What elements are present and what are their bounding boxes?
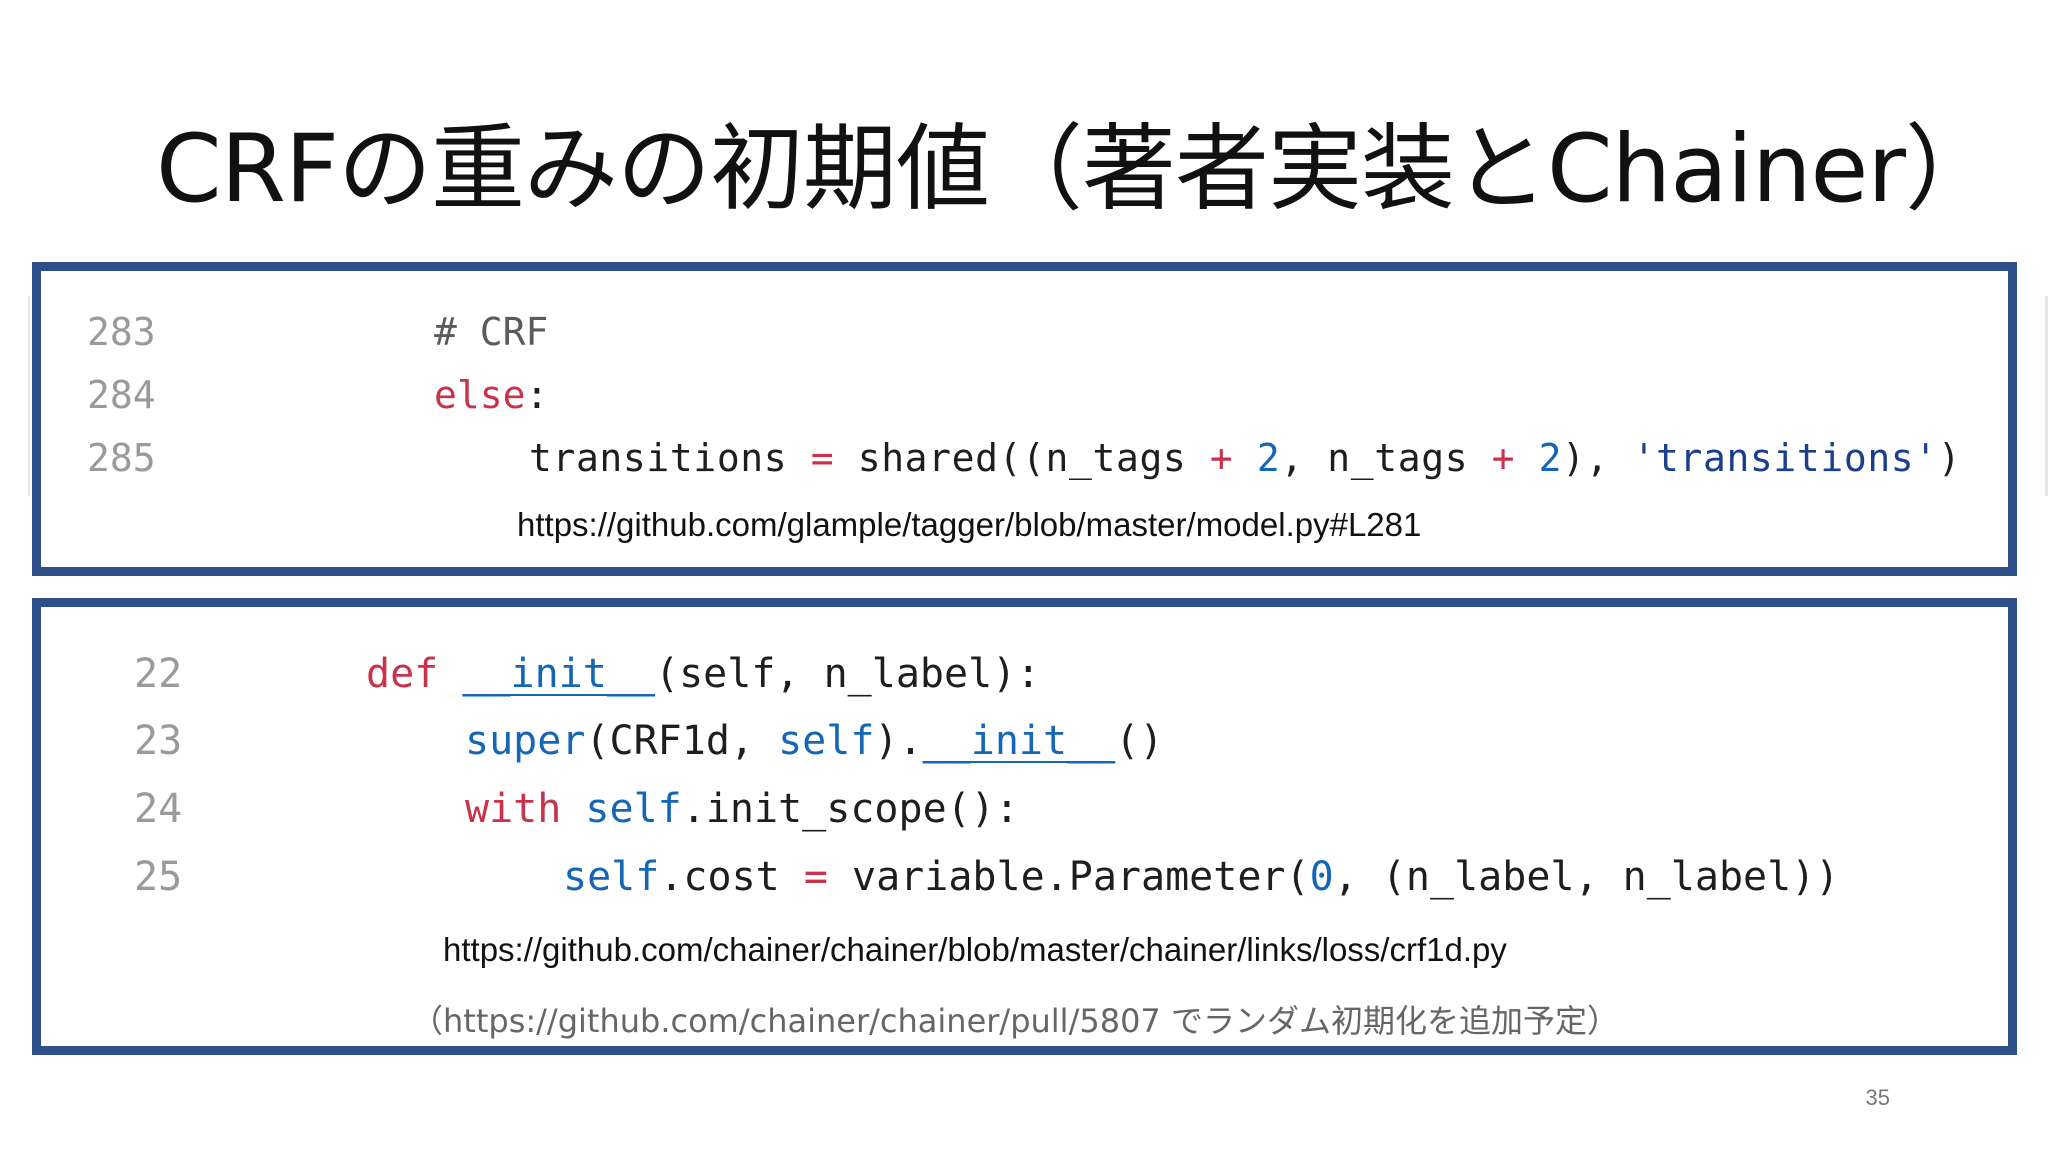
code-token: def bbox=[366, 651, 439, 697]
code-token: 2 bbox=[1256, 436, 1281, 480]
code-token: self bbox=[563, 854, 660, 900]
code-token: () bbox=[1115, 718, 1164, 764]
code-token: , (n_label, n_label)) bbox=[1333, 854, 1840, 900]
line-number: 283 bbox=[87, 310, 156, 354]
code-line: self.cost = variable.Parameter(0, (n_lab… bbox=[563, 854, 1839, 900]
code-token bbox=[1515, 436, 1538, 480]
code-token: 2 bbox=[1538, 436, 1563, 480]
code-token: 'transitions' bbox=[1632, 436, 1938, 480]
code-line: transitions = shared((n_tags + 2, n_tags… bbox=[529, 436, 1961, 480]
code-token bbox=[561, 786, 585, 832]
code-token: self bbox=[585, 786, 682, 832]
code-token: .init_scope(): bbox=[681, 786, 1019, 832]
note-text: （https://github.com/chainer/chainer/pull… bbox=[411, 1002, 1619, 1040]
code-token: = bbox=[803, 854, 828, 900]
code-token: variable.Parameter( bbox=[827, 854, 1310, 900]
code-line: super(CRF1d, self).__init__() bbox=[465, 718, 1163, 764]
line-number: 23 bbox=[134, 718, 183, 764]
code-line: with self.init_scope(): bbox=[465, 786, 1019, 832]
code-line: else: bbox=[434, 373, 548, 417]
code-token bbox=[1233, 436, 1256, 480]
code-token: 0 bbox=[1309, 854, 1334, 900]
code-line: def __init__(self, n_label): bbox=[366, 651, 1040, 697]
code-token: shared((n_tags bbox=[834, 436, 1210, 480]
code-token: else bbox=[434, 373, 526, 417]
code-token: (self, n_label): bbox=[655, 651, 1041, 697]
code-line: # CRF bbox=[434, 310, 548, 354]
code-snippet-tagger: 283 284 285 # CRF else: transitions = sh… bbox=[32, 262, 2017, 576]
line-number: 285 bbox=[87, 436, 156, 480]
code-token bbox=[438, 651, 462, 697]
code-token: self bbox=[778, 718, 875, 764]
code-token: __init__ bbox=[922, 718, 1116, 764]
code-token: # CRF bbox=[434, 310, 549, 354]
code-token: + bbox=[1491, 436, 1516, 480]
code-token: .cost bbox=[659, 854, 804, 900]
screenshot-edge bbox=[28, 296, 30, 496]
slide-title: CRFの重みの初期値（著者実装とChainer） bbox=[156, 115, 1999, 224]
screenshot-edge bbox=[2045, 296, 2048, 496]
line-number: 24 bbox=[134, 786, 183, 832]
code-token: , n_tags bbox=[1280, 436, 1492, 480]
code-token: ), bbox=[1562, 436, 1633, 480]
page-number: 35 bbox=[1865, 1085, 1890, 1110]
code-token: : bbox=[525, 373, 549, 417]
code-token: ). bbox=[874, 718, 923, 764]
source-url: https://github.com/glample/tagger/blob/m… bbox=[517, 506, 1422, 543]
code-token: = bbox=[810, 436, 835, 480]
code-token: transitions bbox=[529, 436, 811, 480]
code-token: with bbox=[465, 786, 562, 832]
code-token: __init__ bbox=[462, 651, 655, 697]
code-token: + bbox=[1209, 436, 1234, 480]
line-number: 25 bbox=[134, 854, 183, 900]
line-number: 22 bbox=[134, 651, 183, 697]
code-snippet-chainer: 22 23 24 25 def __init__(self, n_label):… bbox=[32, 598, 2017, 1055]
code-token: ) bbox=[1937, 436, 1962, 480]
source-url: https://github.com/chainer/chainer/blob/… bbox=[443, 931, 1507, 968]
line-number: 284 bbox=[87, 373, 156, 417]
code-token: super bbox=[465, 718, 586, 764]
code-token: (CRF1d, bbox=[585, 718, 779, 764]
